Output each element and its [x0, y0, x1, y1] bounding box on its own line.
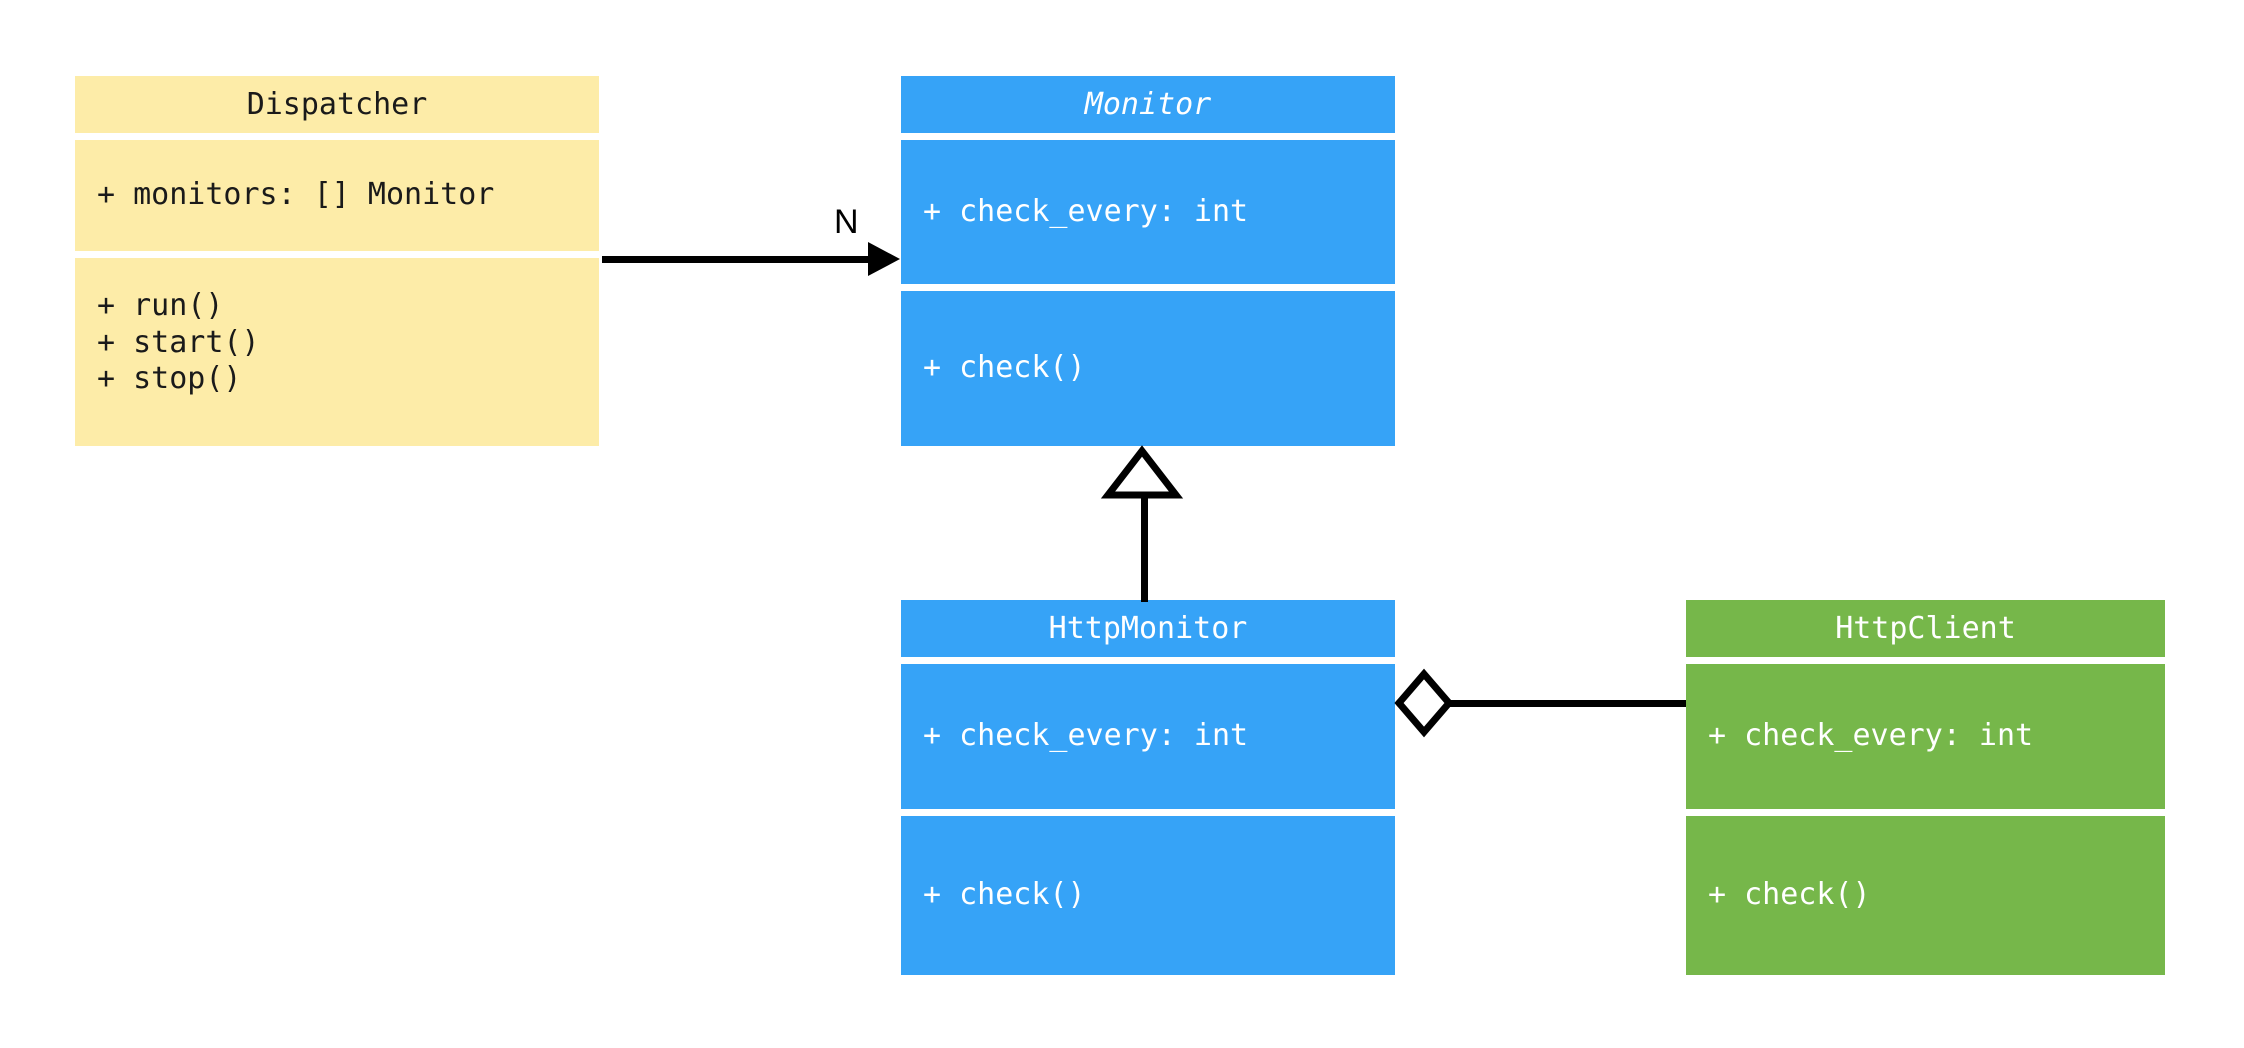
class-box-httpclient[interactable]: HttpClient + check_every: int + check(): [1686, 600, 2165, 975]
method-row: + start(): [97, 324, 260, 360]
compartment-divider: [75, 251, 599, 258]
class-name-monitor: Monitor: [1084, 87, 1212, 122]
class-attributes-httpclient: + check_every: int: [1686, 664, 2165, 809]
aggregation-line-httpmonitor-httpclient: [1448, 700, 1686, 707]
class-attributes-dispatcher: + monitors: [] Monitor: [75, 140, 599, 251]
class-name-httpclient: HttpClient: [1835, 611, 2016, 646]
class-attributes-monitor: + check_every: int: [901, 140, 1395, 284]
method-row: + check(): [923, 350, 1086, 386]
method-row: + check(): [1708, 877, 1871, 913]
method-row: + stop(): [97, 361, 242, 397]
class-methods-dispatcher: + run() + start() + stop(): [75, 258, 599, 446]
multiplicity-label-n: N: [834, 203, 859, 241]
class-title-monitor: Monitor: [901, 76, 1395, 133]
class-name-httpmonitor: HttpMonitor: [1048, 611, 1248, 646]
class-methods-monitor: + check(): [901, 291, 1395, 446]
attribute-row: + check_every: int: [1708, 718, 2034, 754]
generalization-triangle-icon: [1100, 445, 1184, 499]
compartment-divider: [901, 133, 1395, 140]
class-box-httpmonitor[interactable]: HttpMonitor + check_every: int + check(): [901, 600, 1395, 975]
compartment-divider: [901, 657, 1395, 664]
generalization-line-httpmonitor-monitor: [1141, 492, 1148, 602]
class-name-dispatcher: Dispatcher: [246, 87, 428, 122]
class-title-httpmonitor: HttpMonitor: [901, 600, 1395, 657]
association-arrowhead-icon: [868, 242, 900, 276]
class-attributes-httpmonitor: + check_every: int: [901, 664, 1395, 809]
class-box-dispatcher[interactable]: Dispatcher + monitors: [] Monitor + run(…: [75, 76, 599, 446]
compartment-divider: [75, 133, 599, 140]
method-row: + check(): [923, 877, 1086, 913]
compartment-divider: [901, 284, 1395, 291]
compartment-divider: [1686, 809, 2165, 816]
aggregation-diamond-icon: [1394, 668, 1454, 738]
class-title-httpclient: HttpClient: [1686, 600, 2165, 657]
class-methods-httpclient: + check(): [1686, 816, 2165, 975]
compartment-divider: [1686, 657, 2165, 664]
class-methods-httpmonitor: + check(): [901, 816, 1395, 975]
compartment-divider: [901, 809, 1395, 816]
association-line-dispatcher-monitor: [602, 256, 870, 263]
class-title-dispatcher: Dispatcher: [75, 76, 599, 133]
attribute-row: + check_every: int: [923, 718, 1249, 754]
attribute-row: + monitors: [] Monitor: [97, 177, 495, 213]
attribute-row: + check_every: int: [923, 193, 1249, 229]
method-row: + run(): [97, 288, 224, 323]
class-box-monitor[interactable]: Monitor + check_every: int + check(): [901, 76, 1395, 446]
